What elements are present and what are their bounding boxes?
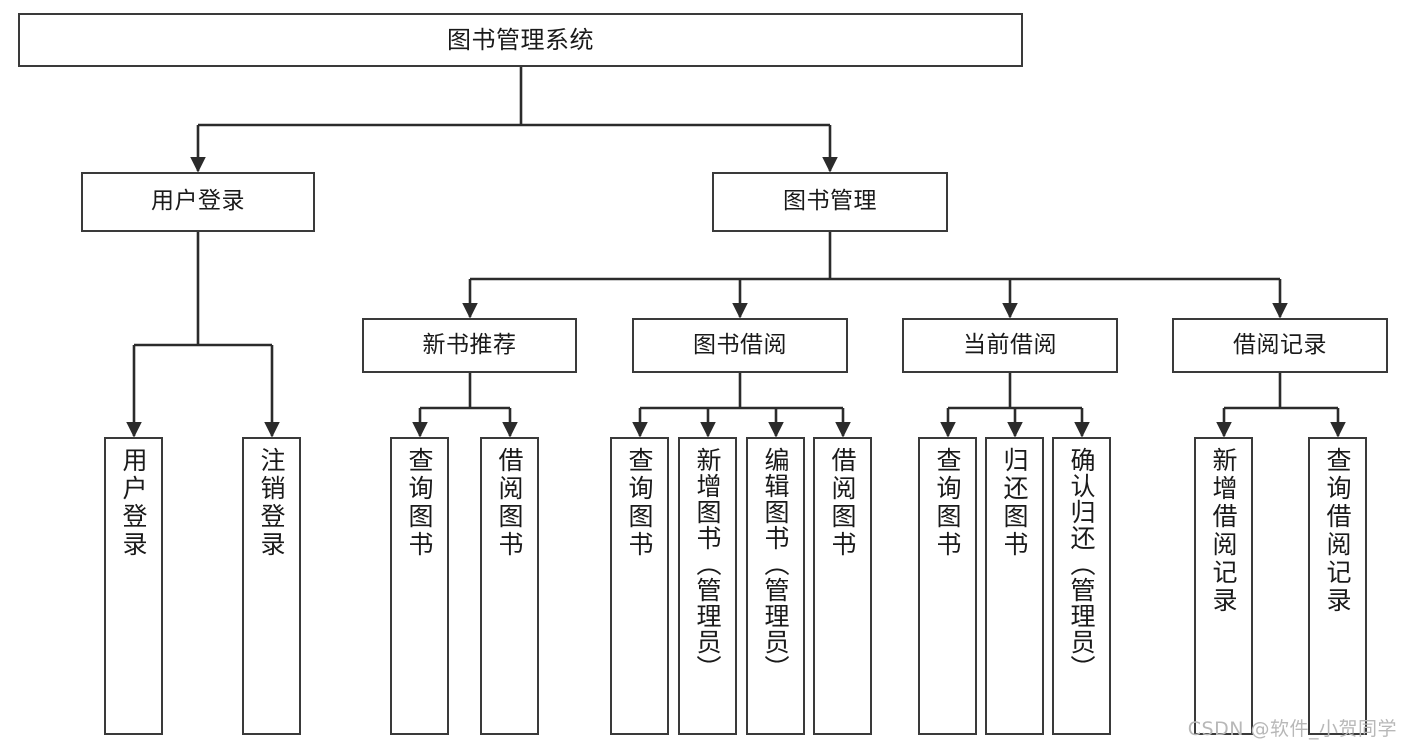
- leaf-record-query[interactable]: 查询借阅记录: [1308, 437, 1367, 735]
- leaf-current-confirm-return-label: 确认归还（管理员）: [1067, 447, 1096, 681]
- node-borrow-records-label: 借阅记录: [1233, 331, 1327, 358]
- leaf-borrow-add-book-label: 新增图书（管理员）: [693, 447, 722, 681]
- leaf-current-return-label: 归还图书: [1000, 447, 1029, 559]
- node-new-book-recommend-label: 新书推荐: [422, 331, 517, 358]
- node-root-label: 图书管理系统: [447, 25, 594, 54]
- leaf-borrow-add-book[interactable]: 新增图书（管理员）: [678, 437, 737, 735]
- node-new-book-recommend[interactable]: 新书推荐: [362, 318, 577, 373]
- node-book-borrow-label: 图书借阅: [693, 331, 787, 358]
- node-root[interactable]: 图书管理系统: [18, 13, 1023, 67]
- leaf-new-book-query-label: 查询图书: [405, 447, 434, 559]
- leaf-current-return[interactable]: 归还图书: [985, 437, 1044, 735]
- leaf-new-book-borrow-label: 借阅图书: [495, 447, 524, 559]
- leaf-borrow-query-label: 查询图书: [625, 447, 654, 559]
- node-current-borrow[interactable]: 当前借阅: [902, 318, 1118, 373]
- leaf-logout-label: 注销登录: [257, 447, 286, 559]
- leaf-borrow-query[interactable]: 查询图书: [610, 437, 669, 735]
- node-user-login-label: 用户登录: [151, 188, 245, 215]
- leaf-current-confirm-return[interactable]: 确认归还（管理员）: [1052, 437, 1111, 735]
- leaf-user-login[interactable]: 用户登录: [104, 437, 163, 735]
- node-book-management[interactable]: 图书管理: [712, 172, 948, 232]
- leaf-logout[interactable]: 注销登录: [242, 437, 301, 735]
- leaf-record-add-label: 新增借阅记录: [1209, 447, 1238, 615]
- leaf-current-query-label: 查询图书: [933, 447, 962, 559]
- watermark: CSDN @软件_小贺同学: [1187, 718, 1397, 740]
- leaf-borrow-borrow-book-label: 借阅图书: [828, 447, 857, 559]
- leaf-user-login-label: 用户登录: [119, 447, 148, 559]
- leaf-borrow-borrow-book[interactable]: 借阅图书: [813, 437, 872, 735]
- leaf-borrow-edit-book-label: 编辑图书（管理员）: [761, 447, 790, 681]
- leaf-record-query-label: 查询借阅记录: [1323, 447, 1352, 615]
- node-current-borrow-label: 当前借阅: [963, 331, 1057, 358]
- node-borrow-records[interactable]: 借阅记录: [1172, 318, 1388, 373]
- leaf-record-add[interactable]: 新增借阅记录: [1194, 437, 1253, 735]
- leaf-borrow-edit-book[interactable]: 编辑图书（管理员）: [746, 437, 805, 735]
- leaf-new-book-query[interactable]: 查询图书: [390, 437, 449, 735]
- node-user-login[interactable]: 用户登录: [81, 172, 315, 232]
- leaf-new-book-borrow[interactable]: 借阅图书: [480, 437, 539, 735]
- leaf-current-query[interactable]: 查询图书: [918, 437, 977, 735]
- node-book-management-label: 图书管理: [783, 188, 877, 215]
- node-book-borrow[interactable]: 图书借阅: [632, 318, 848, 373]
